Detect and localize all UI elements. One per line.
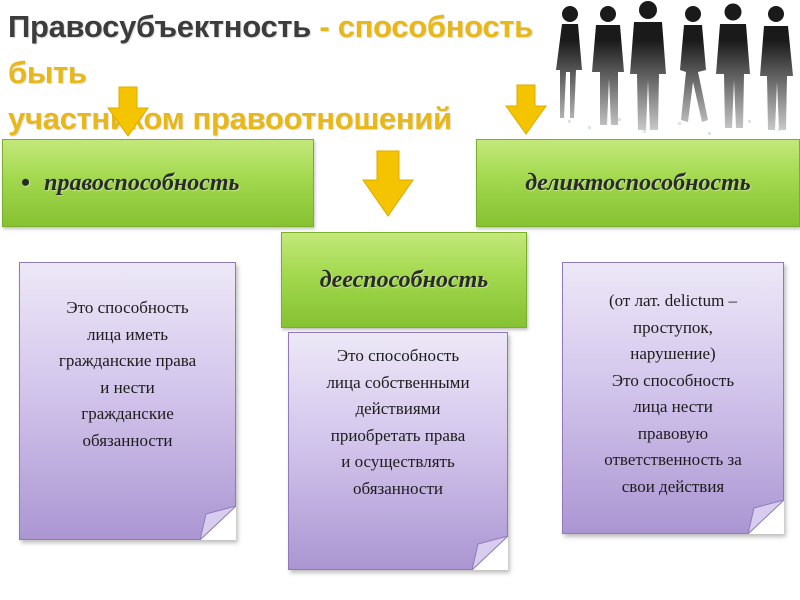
arrow-down-icon [505,84,547,135]
card-legal-capacity-text: Это способность лица иметь гражданские п… [58,298,197,450]
business-people-image [548,1,800,140]
box-legal-capacity-label: правоспособность [44,169,240,196]
box-tort-capacity: деликтоспособность [476,139,800,227]
card-active-capacity: Это способность лица собственными действ… [288,332,508,570]
card-active-capacity-text: Это способность лица собственными действ… [326,346,470,498]
page-curl-icon [748,500,784,534]
card-tort-capacity: (от лат. delictum – проступок, нарушение… [562,262,784,534]
bullet-icon: • [21,168,31,197]
title-term: Правосубъектность [8,9,312,44]
title-dash: - [311,9,338,44]
slide-title: Правосубъектность - способность быть уча… [8,4,568,142]
title-definition-part2: участником правоотношений [8,101,452,136]
arrow-down-icon [362,150,414,217]
title-definition-part1: способность быть [8,9,533,90]
box-tort-capacity-label: деликтоспособность [525,169,751,196]
card-tort-capacity-text: (от лат. delictum – проступок, нарушение… [604,291,742,496]
box-active-capacity: дееспособность [281,232,527,328]
page-curl-icon [200,506,236,540]
box-active-capacity-label: дееспособность [319,266,489,293]
box-legal-capacity: • правоспособность [2,139,314,227]
title-line-1: Правосубъектность - способность быть [8,4,568,96]
arrow-down-icon [107,86,149,137]
card-legal-capacity: Это способность лица иметь гражданские п… [19,262,236,540]
page-curl-icon [472,536,508,570]
